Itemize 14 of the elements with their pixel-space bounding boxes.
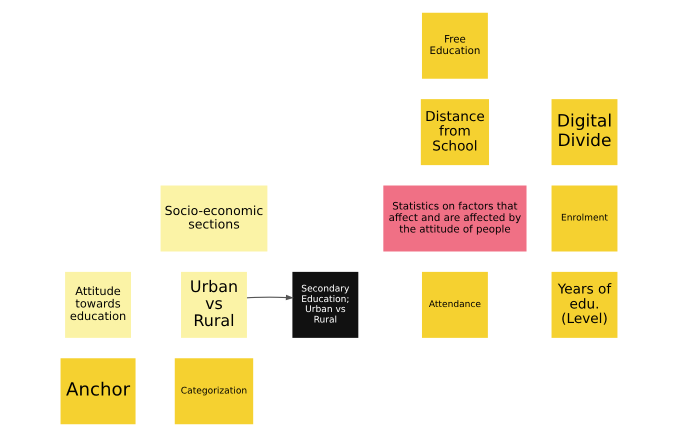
node-box: Enrolment (551, 186, 617, 252)
node-box: Anchor (60, 358, 136, 424)
node-box: Statistics on factors that affect and are affected by the attitude of people (382, 186, 526, 252)
node-box: Distance from School (420, 99, 489, 166)
node-box: Urban vs Rural (180, 272, 246, 338)
node-box: Years of edu. (Level) (551, 272, 617, 338)
node-box: Categorization (174, 358, 253, 424)
node-box: Digital Divide (551, 99, 617, 166)
node-box: Free Education (421, 12, 488, 79)
node-box: Secondary Education; Urban vs Rural (292, 272, 358, 338)
node-box: Attitude towards education (64, 272, 130, 338)
arrow (246, 294, 294, 300)
node-box: Socio-economic sections (160, 186, 267, 252)
node-box: Attendance (421, 272, 488, 338)
